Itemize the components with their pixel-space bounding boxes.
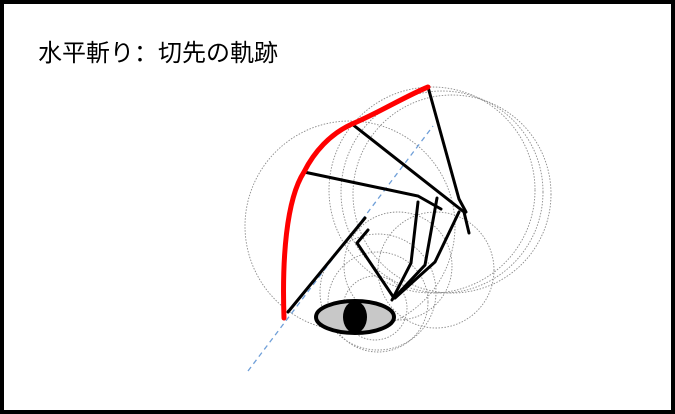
arm-line	[286, 216, 367, 314]
arm-lines	[286, 85, 471, 314]
reference-circles	[244, 86, 552, 353]
reference-circle	[343, 211, 453, 321]
reference-circle	[328, 86, 536, 294]
arm-line	[350, 122, 471, 235]
reference-circle	[377, 211, 495, 329]
arm-line	[355, 228, 396, 300]
eye-icon	[314, 299, 396, 335]
reference-circle	[352, 94, 552, 294]
tip-trajectory-curve	[281, 84, 431, 321]
arm-line	[393, 210, 461, 300]
slide-title: 水平斬り：切先の軌跡	[38, 39, 278, 67]
eye-pupil	[343, 301, 367, 333]
arm-line	[302, 170, 443, 211]
reference-circle	[340, 90, 544, 294]
arm-line	[392, 196, 439, 300]
reference-circle	[244, 120, 456, 332]
arm-line	[426, 85, 468, 214]
reference-circle	[327, 251, 429, 353]
arm-line	[390, 200, 420, 302]
reference-circle	[319, 233, 437, 351]
